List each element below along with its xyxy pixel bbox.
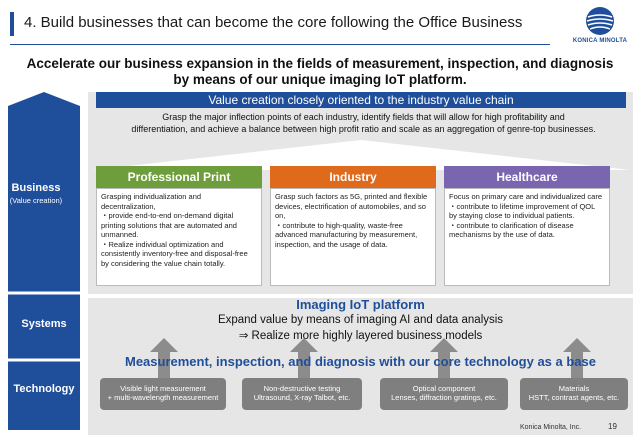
vertical-arrow-shape <box>8 92 80 430</box>
tech-box-line-1: Non-destructive testing <box>263 384 341 393</box>
layer-label-technology: Technology <box>13 383 75 395</box>
tech-box-optical-component: Optical component Lenses, diffraction gr… <box>380 378 508 410</box>
tech-box-line-2: Lenses, diffraction gratings, etc. <box>391 393 497 402</box>
tech-box-line-2: HSTT, contrast agents, etc. <box>528 393 620 402</box>
value-creation-description: Grasp the major inflection points of eac… <box>96 111 631 135</box>
slide-header: 4. Build businesses that can become the … <box>0 0 640 50</box>
logo-wordmark: KONICA MINOLTA <box>572 38 628 44</box>
systems-line-2: ⇒ Realize more highly layered business m… <box>238 330 483 342</box>
business-label: Business <box>11 182 61 194</box>
title-accent-bar <box>10 12 14 36</box>
value-description-line-1: Grasp the major inflection points of eac… <box>162 112 565 122</box>
tech-box-line-2: Ultrasound, X-ray Talbot, etc. <box>253 393 351 402</box>
tech-box-line-1: Visible light measurement <box>120 384 206 393</box>
segment-text-professional-print: Grasping individualization and decentral… <box>96 188 262 286</box>
tech-box-line-2: + multi-wavelength measurement <box>107 393 219 402</box>
tech-box-visible-light: Visible light measurement + multi-wavele… <box>100 378 226 410</box>
headline: Accelerate our business expansion in the… <box>10 56 630 88</box>
slide-title: 4. Build businesses that can become the … <box>24 14 523 31</box>
value-creation-bar: Value creation closely oriented to the i… <box>96 92 626 108</box>
headline-line-2: by means of our unique imaging IoT platf… <box>173 72 467 87</box>
segment-text-industry: Grasp such factors as 5G, printed and fl… <box>270 188 436 286</box>
segment-text-healthcare: Focus on primary care and individualized… <box>444 188 610 286</box>
segment-title-healthcare: Healthcare <box>444 166 610 188</box>
tech-box-line-1: Materials <box>558 384 590 393</box>
value-description-line-2: differentiation, and achieve a balance b… <box>131 124 596 134</box>
up-arrow-icon <box>563 338 591 378</box>
title-divider <box>10 44 550 45</box>
globe-logo-icon <box>586 7 614 35</box>
tech-box-non-destructive: Non-destructive testing Ultrasound, X-ra… <box>242 378 362 410</box>
company-logo: KONICA MINOLTA <box>570 6 630 50</box>
white-chevron-arrow <box>92 140 630 170</box>
footer-company: Konica Minolta, Inc. <box>520 424 582 431</box>
page-number: 19 <box>608 422 617 431</box>
tech-box-line-1: Optical component <box>412 384 476 393</box>
business-sublabel: (Value creation) <box>9 196 63 205</box>
technology-title: Measurement, inspection, and diagnosis w… <box>125 354 596 369</box>
segment-title-professional-print: Professional Print <box>96 166 262 188</box>
layer-label-business: Business (Value creation) <box>0 182 72 207</box>
systems-title: Imaging IoT platform <box>296 297 425 312</box>
systems-line-1: Expand value by means of imaging AI and … <box>217 314 504 326</box>
left-layer-arrow <box>8 92 80 430</box>
systems-panel <box>88 298 633 360</box>
up-arrow-icon <box>150 338 178 378</box>
tech-box-materials: Materials HSTT, contrast agents, etc. <box>520 378 628 410</box>
headline-line-1: Accelerate our business expansion in the… <box>26 56 614 71</box>
layer-label-systems: Systems <box>21 318 67 330</box>
segment-title-industry: Industry <box>270 166 436 188</box>
up-arrow-icon <box>290 338 318 378</box>
up-arrow-icon <box>430 338 458 378</box>
